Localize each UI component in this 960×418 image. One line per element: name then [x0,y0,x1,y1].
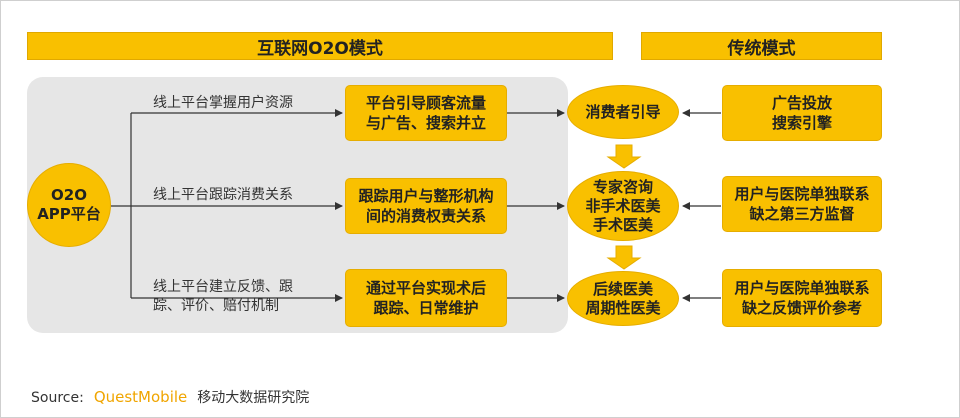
branch-label-1: 线上平台掌握用户资源 [153,95,293,111]
header-o2o-mode: 互联网O2O模式 [27,32,613,60]
source-brand: QuestMobile [93,388,188,406]
o2o-box-consumption-tracking: 跟踪用户与整形机构 间的消费权责关系 [345,178,507,234]
o2o-box-traffic-guidance: 平台引导顾客流量 与广告、搜索并立 [345,85,507,141]
header-traditional-mode: 传统模式 [641,32,882,60]
source-line: Source: QuestMobile 移动大数据研究院 [31,387,431,407]
source-org: 移动大数据研究院 [197,390,310,406]
stage-follow-up: 后续医美 周期性医美 [567,271,679,326]
o2o-box-post-treatment: 通过平台实现术后 跟踪、日常维护 [345,269,507,327]
traditional-box-advertising: 广告投放 搜索引擎 [722,85,882,141]
branch-label-3: 线上平台建立反馈、跟 踪、评价、赔付机制 [153,279,293,314]
traditional-box-no-feedback: 用户与医院单独联系 缺之反馈评价参考 [722,269,882,327]
stage-consumer-guidance: 消费者引导 [567,85,679,139]
source-label: Source: [31,390,84,406]
down-arrow-1 [606,144,642,169]
traditional-box-no-supervision: 用户与医院单独联系 缺之第三方监督 [722,176,882,232]
branch-label-2: 线上平台跟踪消费关系 [153,187,293,203]
app-platform-node: O2O APP平台 [27,163,111,247]
stage-expert-consultation: 专家咨询 非手术医美 手术医美 [567,171,679,241]
down-arrow-2 [606,245,642,270]
